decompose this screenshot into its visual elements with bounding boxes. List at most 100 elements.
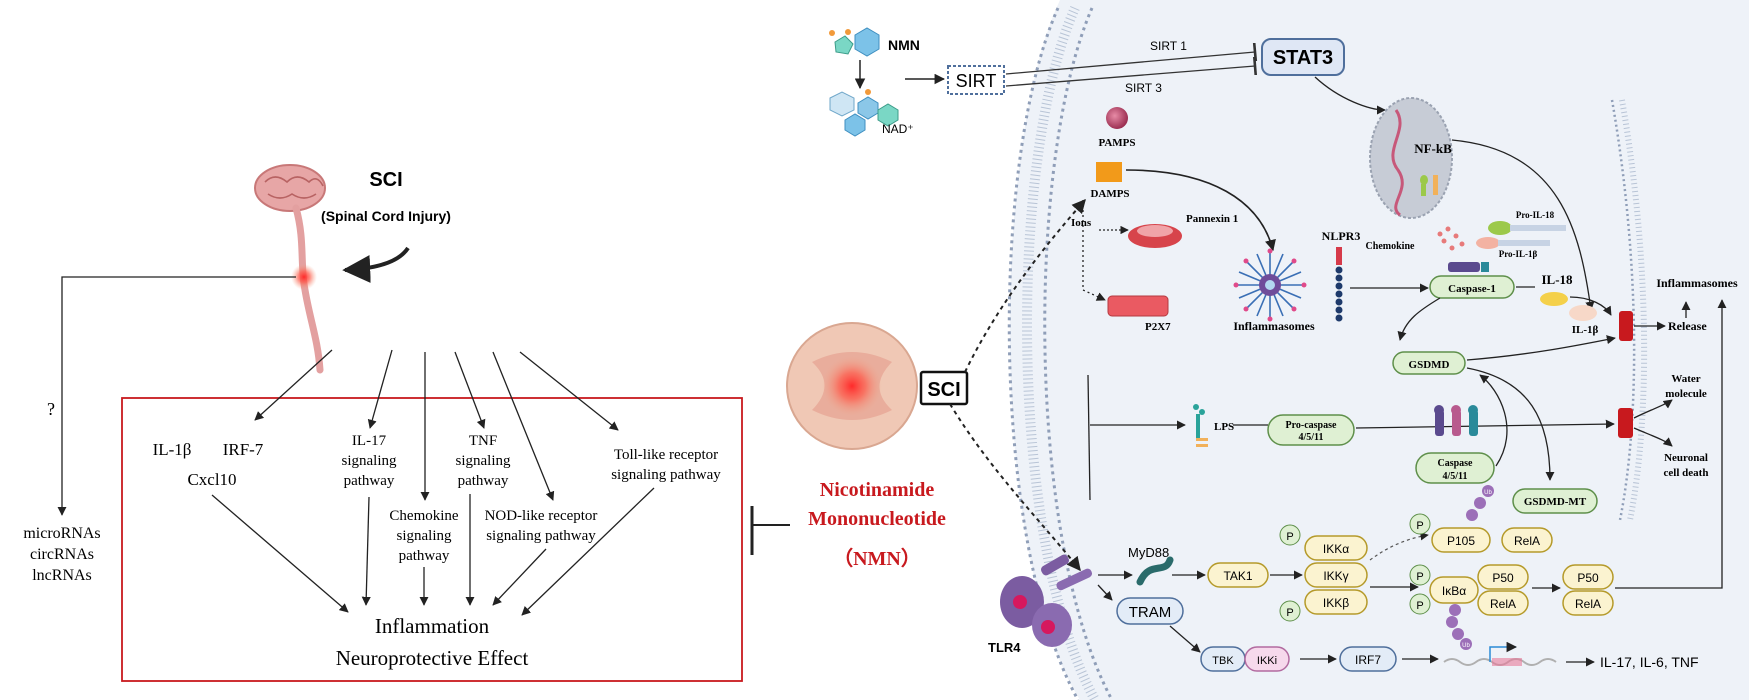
ikba-label: IκBα <box>1442 584 1466 598</box>
nfkb-to-release-arrow <box>1451 139 1595 311</box>
caspase1-label: Caspase-1 <box>1448 283 1496 295</box>
spinal-cross-section-icon <box>786 322 918 450</box>
p-badge-icon-2 <box>1279 600 1301 622</box>
ikky-pill <box>1304 562 1368 588</box>
p50-label-mid: P50 <box>1492 571 1514 585</box>
nmn-label-line3: （NMN） <box>833 547 921 570</box>
rna-lncrna: lncRNAs <box>32 567 92 584</box>
pamps-icon <box>1106 107 1128 129</box>
tbk-label: TBK <box>1212 655 1234 667</box>
label-chemokine-3: pathway <box>399 548 450 564</box>
question-mark: ? <box>47 399 55 419</box>
rela-pill-mid <box>1477 590 1529 616</box>
spinal-cord-icon <box>292 204 324 374</box>
label-tnf-3: pathway <box>458 473 509 489</box>
gsdmd-mt-label: GSDMD-MT <box>1524 496 1587 508</box>
p-badge-icon-4 <box>1409 564 1431 586</box>
label-il17-1: IL-17 <box>352 433 387 449</box>
outcome-neuroprotective: Neuroprotective Effect <box>336 646 529 670</box>
irf7-label: IRF7 <box>1355 653 1381 667</box>
left-panel: SCI (Spinal Cord Injury) ? microRNAs cir… <box>23 164 743 682</box>
label-il17-2: signaling <box>342 453 397 469</box>
caspase1-pill <box>1429 275 1515 299</box>
nad-molecule-icon <box>829 89 899 137</box>
p-label-3: P <box>1416 520 1423 532</box>
transcription-start-icon <box>1489 641 1518 662</box>
rela-pill-top <box>1501 527 1553 553</box>
nucleus-icon <box>1369 97 1453 219</box>
p50-to-inflammasomes-line <box>1615 299 1727 589</box>
label-chemokine-1: Chemokine <box>389 508 458 524</box>
gsdmd-mt-pill <box>1512 488 1598 514</box>
pamps-label: PAMPS <box>1098 137 1135 149</box>
caspase1-to-gsdmd-arrow <box>1397 297 1441 341</box>
sirt1-inhibition <box>1005 42 1258 75</box>
release-label: Release <box>1668 319 1707 333</box>
lps-icon <box>1193 404 1208 447</box>
nlpr3-icon <box>1335 247 1343 322</box>
gsdmd-pore-top-icon <box>1619 311 1633 341</box>
procaspase-to-pore-arrow <box>1355 419 1615 429</box>
nlpr3-label: NLPR3 <box>1322 229 1361 243</box>
caspase1-receptor-icon <box>1448 262 1489 272</box>
tram-to-tbk-arrow <box>1169 625 1201 653</box>
caspase-label-1: Caspase <box>1437 458 1473 469</box>
ikkb-label: IKKβ <box>1323 596 1349 610</box>
p-badge-icon-5 <box>1409 593 1431 615</box>
sci-to-tlr4-arrow <box>949 403 1081 572</box>
ikki-label: IKKi <box>1257 655 1277 667</box>
sci-subtitle: (Spinal Cord Injury) <box>321 208 451 224</box>
label-toll-2: signaling pathway <box>611 467 721 483</box>
inflammasome-icon <box>1233 248 1307 322</box>
ikka-pill <box>1304 535 1368 561</box>
pro-il18-label: Pro-IL-18 <box>1516 210 1555 220</box>
il18-label: IL-18 <box>1541 272 1573 287</box>
rela-label-mid: RelA <box>1490 597 1516 611</box>
p50-pill-mid <box>1477 564 1529 590</box>
cell-background <box>1009 0 1749 700</box>
ub-label-2: Ub <box>1462 643 1470 649</box>
pro-il18-icon <box>1488 221 1566 235</box>
caspase-pill <box>1415 452 1495 484</box>
ikka-label: IKKα <box>1323 542 1349 556</box>
stat3-to-nfkb-arrow <box>1314 76 1386 115</box>
nmn-label-line2: Mononucleotide <box>808 508 946 530</box>
water-label-1: Water <box>1671 373 1700 385</box>
sirt3-label: SIRT 3 <box>1125 81 1162 95</box>
tlr4-to-tram-arrow <box>1097 584 1113 601</box>
sirt-box <box>947 65 1005 95</box>
ikky-label: IKKγ <box>1323 569 1348 583</box>
ikk-to-p105-arrow <box>1369 532 1429 561</box>
ikkb-pill <box>1304 589 1368 615</box>
pore-to-death-arrow <box>1633 427 1673 447</box>
sci-box <box>919 370 969 406</box>
p105-pill <box>1431 527 1491 553</box>
caspase-receptor-icon <box>1434 405 1478 436</box>
caspase-label-2: 4/5/11 <box>1442 471 1467 482</box>
outcome-inflammation: Inflammation <box>375 614 490 638</box>
p50-label-right: P50 <box>1577 571 1599 585</box>
ions-label: Ions <box>1071 217 1092 229</box>
procaspase-pill <box>1267 414 1355 446</box>
p105-label: P105 <box>1447 534 1475 548</box>
dna-helix-icon <box>1391 109 1404 217</box>
injury-spot-icon <box>291 264 317 290</box>
sirt1-label: SIRT 1 <box>1150 39 1187 53</box>
nmn-label-line1: Nicotinamide <box>820 479 935 501</box>
damps-icon <box>1096 162 1122 182</box>
label-chemokine-2: signaling <box>397 528 452 544</box>
tlr4-label: TLR4 <box>988 640 1021 655</box>
damps-label: DAMPS <box>1090 188 1129 200</box>
fan-arrows <box>254 349 619 501</box>
p-badge-icon-1 <box>1279 524 1301 546</box>
sci-box-label: SCI <box>927 379 960 401</box>
tlr4-receptor-icon <box>1000 554 1093 647</box>
il-to-pore-arrow <box>1569 296 1612 316</box>
procaspase-label-2: 4/5/11 <box>1298 432 1323 443</box>
damps-dotted-down <box>1082 200 1106 301</box>
ikki-pill <box>1244 646 1290 672</box>
p-label-5: P <box>1416 600 1423 612</box>
p2x7-icon <box>1107 295 1169 317</box>
label-il17-3: pathway <box>344 473 395 489</box>
